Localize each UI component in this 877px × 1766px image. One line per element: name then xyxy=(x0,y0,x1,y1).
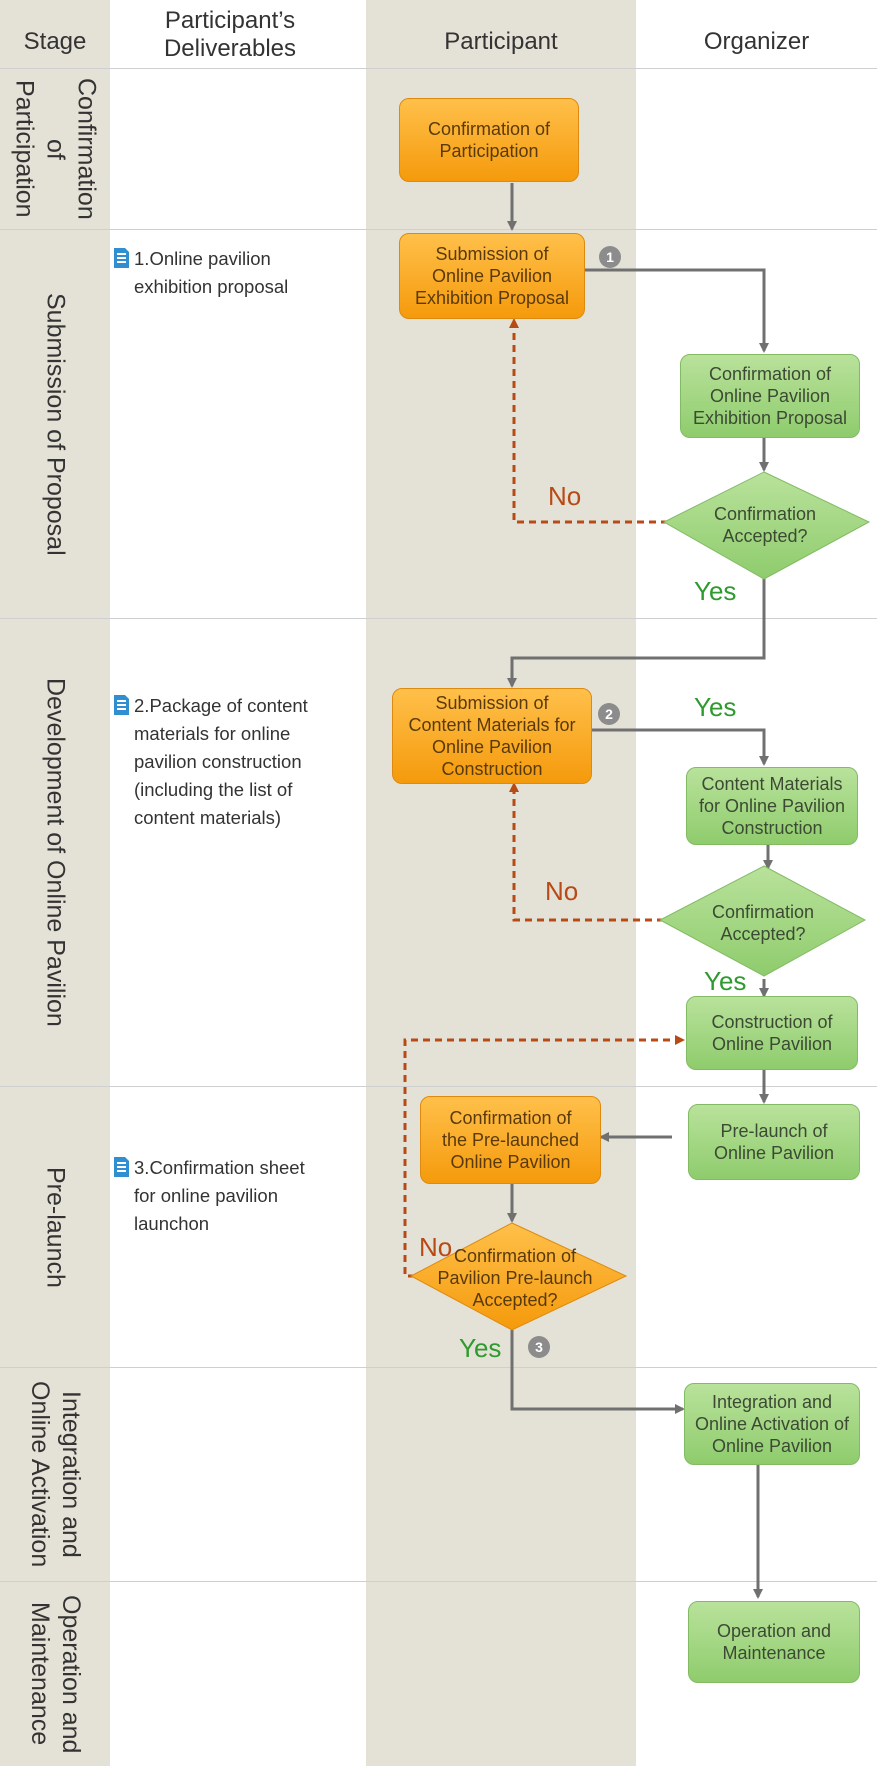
connector xyxy=(507,578,766,688)
stage-label: Pre-launch xyxy=(41,1166,70,1288)
stage-prelaunch: Pre-launch xyxy=(0,1087,110,1367)
stage-label: Integration and Online Activation xyxy=(26,1381,85,1568)
header-stage: Stage xyxy=(23,28,87,55)
step-badge: 3 xyxy=(528,1336,550,1358)
decision-2-text: Confirmation Accepted? xyxy=(711,902,815,944)
row-divider xyxy=(0,229,877,230)
stage-submission: Submission of Proposal xyxy=(0,230,110,618)
yes-label: Yes xyxy=(694,576,737,606)
stage-label: Development of Online Pavilion xyxy=(41,678,70,1027)
step-submit-proposal[interactable]: Submission of Online Pavilion Exhibition… xyxy=(399,233,585,319)
row-divider xyxy=(0,1367,877,1368)
no-label: No xyxy=(545,876,579,906)
deliverable-3: 3.Confirmation sheet for online pavilion… xyxy=(114,1154,305,1238)
deliverable-2: 2.Package of content materials for onlin… xyxy=(114,692,308,832)
deliverable-text: Package of content materials for online … xyxy=(134,695,308,828)
row-divider xyxy=(0,68,877,69)
step-content-materials[interactable]: Content Materials for Online Pavilion Co… xyxy=(686,767,858,845)
document-icon xyxy=(114,248,129,268)
no-label: No xyxy=(548,481,582,511)
step-operation[interactable]: Operation and Maintenance xyxy=(688,1601,860,1683)
connector xyxy=(510,1329,685,1414)
stage-integration: Integration and Online Activation xyxy=(0,1368,110,1581)
stage-label: Operation and Maintenance xyxy=(26,1594,85,1754)
step-integration[interactable]: Integration and Online Activation of Onl… xyxy=(684,1383,860,1465)
deliverable-text: Confirmation sheet for online pavilion l… xyxy=(134,1157,305,1234)
no-connector xyxy=(509,318,668,524)
row-divider xyxy=(0,1086,877,1087)
yes-label: Yes xyxy=(459,1333,502,1363)
stage-label: Confirmation of Participation xyxy=(10,78,101,220)
step-confirm-participation[interactable]: Confirmation of Participation xyxy=(399,98,579,182)
yes-label: Yes xyxy=(694,692,737,722)
document-icon xyxy=(114,695,129,715)
header-deliverables: Participant’s Deliverables xyxy=(163,7,297,62)
header-participant: Participant xyxy=(444,28,558,55)
stage-development: Development of Online Pavilion xyxy=(0,619,110,1086)
stage-operation: Operation and Maintenance xyxy=(0,1582,110,1766)
step-badge: 2 xyxy=(598,703,620,725)
decision-prelaunch-text: Confirmation of Pavilion Pre-launch Acce… xyxy=(437,1246,593,1310)
deliverable-number: 1. xyxy=(134,248,150,269)
deliverable-number: 3. xyxy=(134,1157,150,1178)
connector xyxy=(585,268,769,353)
deliverable-text: Online pavilion exhibition proposal xyxy=(134,248,289,297)
step-confirm-proposal[interactable]: Confirmation of Online Pavilion Exhibiti… xyxy=(680,354,860,438)
step-prelaunch[interactable]: Pre-launch of Online Pavilion xyxy=(688,1104,860,1180)
row-divider xyxy=(0,1581,877,1582)
stage-column-bg xyxy=(0,0,110,1766)
deliverable-1: 1.Online pavilion exhibition proposal xyxy=(114,245,289,301)
document-icon xyxy=(114,1157,129,1177)
no-label: No xyxy=(419,1232,453,1262)
step-badge: 1 xyxy=(599,246,621,268)
decision-1-text: Confirmation Accepted? xyxy=(713,504,817,546)
connector xyxy=(592,728,769,766)
step-construction[interactable]: Construction of Online Pavilion xyxy=(686,996,858,1070)
stage-confirmation: Confirmation of Participation xyxy=(0,69,110,229)
yes-label: Yes xyxy=(704,966,747,996)
header-organizer: Organizer xyxy=(703,28,810,55)
deliverable-number: 2. xyxy=(134,695,150,716)
no-connector xyxy=(509,782,664,922)
step-confirm-prelaunched[interactable]: Confirmation of the Pre-launched Online … xyxy=(420,1096,601,1184)
step-submit-materials[interactable]: Submission of Content Materials for Onli… xyxy=(392,688,592,784)
stage-label: Submission of Proposal xyxy=(41,292,70,556)
row-divider xyxy=(0,618,877,619)
